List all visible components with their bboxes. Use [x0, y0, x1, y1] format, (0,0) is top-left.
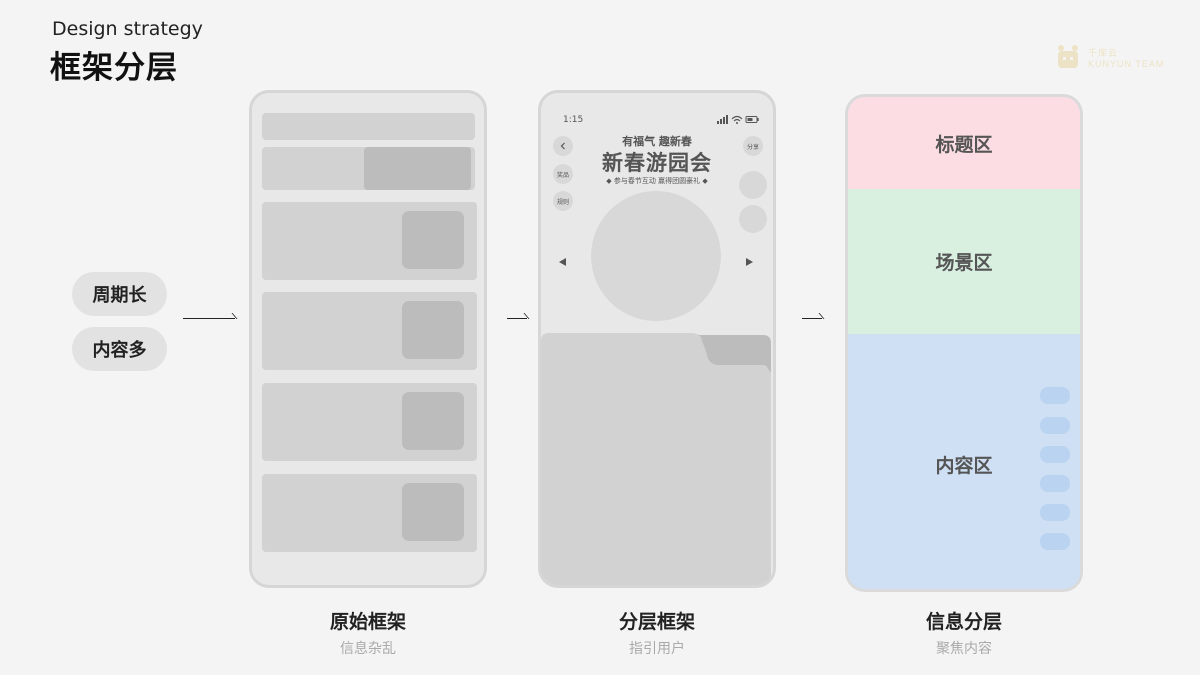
arrow-left-icon[interactable]: [559, 258, 566, 266]
caption-subtitle: 信息杂乱: [340, 641, 396, 657]
scene-circle: [591, 191, 721, 321]
phone-original-frame: [249, 90, 487, 588]
caption-original: 原始框架 信息杂乱: [249, 607, 487, 658]
float-button[interactable]: [739, 171, 767, 199]
float-button[interactable]: [739, 205, 767, 233]
headline-tagline: ◆ 参与春节互动 赢得团圆豪礼 ◆: [606, 177, 708, 185]
caption-title: 原始框架: [329, 611, 406, 633]
list-card: [262, 383, 477, 461]
chevron-left-icon: [560, 142, 565, 150]
content-chip: [1040, 417, 1070, 434]
card-thumbnail: [402, 301, 464, 359]
logo-text-secondary: KUNYUN TEAM: [1088, 59, 1165, 69]
caption-subtitle: 聚焦内容: [936, 641, 992, 657]
caption-title: 信息分层: [925, 611, 1002, 633]
arrow-right-icon[interactable]: [746, 258, 753, 266]
banner-image-block: [364, 147, 471, 190]
content-chip: [1040, 446, 1070, 463]
tag-long-cycle: 周期长: [72, 272, 167, 316]
logo-icon: [1058, 45, 1078, 68]
content-chip: [1040, 504, 1070, 521]
caption-subtitle: 指引用户: [629, 641, 685, 657]
card-thumbnail: [402, 483, 464, 541]
headline-small: 有福气 趣新春: [622, 135, 692, 148]
card-thumbnail: [402, 392, 464, 450]
content-zone: 内容区: [848, 334, 1080, 589]
arrow-right: [183, 313, 238, 323]
arrow-right: [802, 313, 825, 323]
status-bar-icons: [717, 115, 759, 124]
page-title: 框架分层: [50, 50, 178, 86]
headline-big: 新春游园会: [602, 151, 712, 175]
content-chip: [1040, 475, 1070, 492]
list-card: [262, 474, 477, 552]
scene-zone: 场景区: [848, 189, 1080, 334]
caption-layered: 分层框架 指引用户: [538, 607, 776, 658]
prize-button[interactable]: 奖品: [553, 164, 573, 184]
logo: 千库云 KUNYUN TEAM: [1056, 44, 1174, 74]
list-card: [262, 202, 477, 280]
top-bar-block: [262, 113, 475, 140]
subtitle-en: Design strategy: [52, 18, 203, 40]
status-time: 1:15: [563, 115, 584, 125]
title-zone: 标题区: [848, 97, 1080, 189]
phone-layered-frame: 1:15 分享 奖品 规则 有福气 趣新春 新春游园会 ◆ 参与春节互动 赢得团…: [538, 90, 776, 588]
tag-much-content: 内容多: [72, 327, 167, 371]
card-thumbnail: [402, 211, 464, 269]
content-panel: [541, 333, 771, 585]
arrow-right: [507, 313, 530, 323]
rules-button[interactable]: 规则: [553, 191, 573, 211]
caption-info: 信息分层 聚焦内容: [845, 607, 1083, 658]
content-chip: [1040, 387, 1070, 404]
banner-block: [262, 147, 475, 190]
share-button[interactable]: 分享: [743, 136, 763, 156]
back-button[interactable]: [553, 136, 573, 156]
list-card: [262, 292, 477, 370]
caption-title: 分层框架: [618, 611, 695, 633]
phone-info-layering: 标题区 场景区 内容区: [845, 94, 1083, 592]
logo-text-primary: 千库云: [1088, 48, 1119, 58]
content-chip: [1040, 533, 1070, 550]
